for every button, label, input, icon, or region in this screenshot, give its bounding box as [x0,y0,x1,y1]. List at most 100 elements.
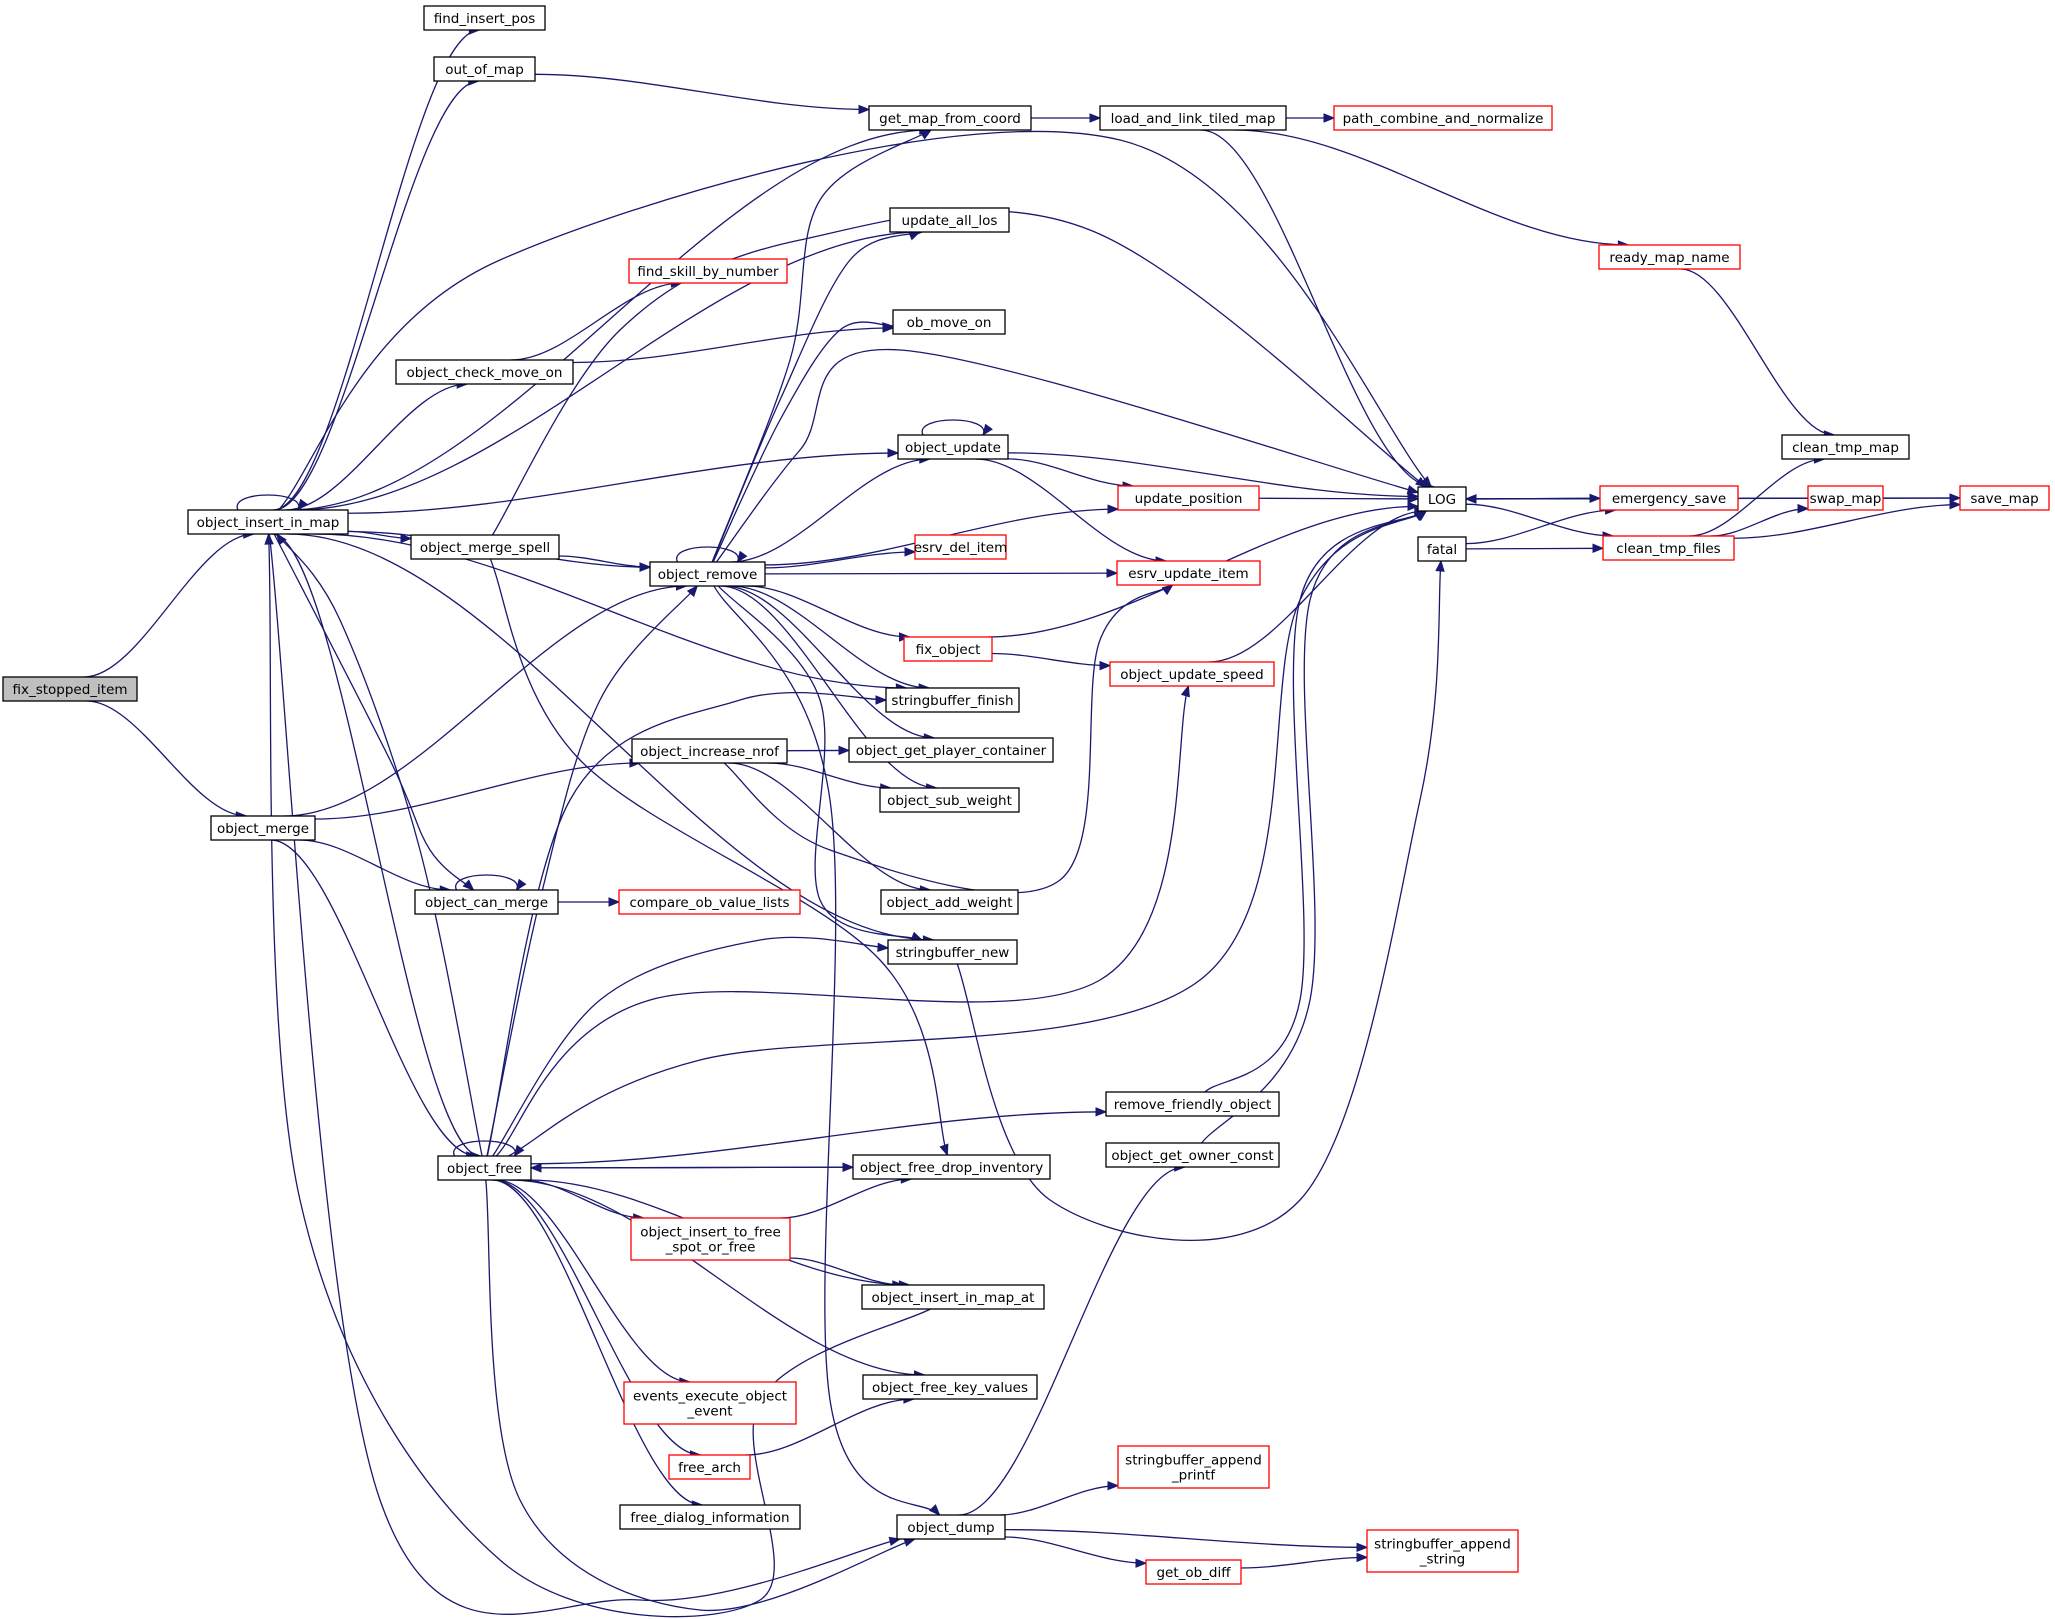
node-object-insert-in-map[interactable]: object_insert_in_map [187,509,349,535]
node-free-arch[interactable]: free_arch [668,1454,751,1480]
edge-fix_object-to-object_update_speed [991,652,1112,671]
node-get-ob-diff[interactable]: get_ob_diff [1145,1559,1242,1585]
edge-object_can_merge-to-compare_ob_value_lists [557,897,621,907]
edge-arrowhead [1415,476,1428,488]
edge-arrowhead [1161,584,1174,596]
node-object-insert-in-map-at[interactable]: object_insert_in_map_at [861,1284,1045,1310]
edge-line [278,130,1432,511]
edge-object_increase_nrof-to-object_add_weight [728,762,932,895]
node-swap-map[interactable]: swap_map [1807,485,1884,511]
node-esrv-del-item[interactable]: esrv_del_item [914,534,1008,560]
node-remove-friendly-object[interactable]: remove_friendly_object [1105,1091,1280,1117]
node-object-check-move-on[interactable]: object_check_move_on [395,359,574,385]
node-box [852,1154,1051,1180]
edge-object_increase_nrof-to-esrv_update_item [723,584,1174,894]
node-box [885,687,1020,713]
node-object-add-weight[interactable]: object_add_weight [880,889,1019,915]
edge-clean_tmp_files-to-swap_map [1710,503,1810,537]
edge-line [713,585,941,1516]
node-box [889,207,1010,233]
node-stringbuffer-append-string[interactable]: stringbuffer_append_string [1366,1529,1519,1573]
edge-arrowhead [264,532,274,545]
node-object-merge-spell[interactable]: object_merge_spell [410,534,560,560]
node-object-merge[interactable]: object_merge [210,815,316,841]
node-object-dump[interactable]: object_dump [896,1514,1006,1540]
node-emergency-save[interactable]: emergency_save [1599,485,1739,511]
node-object-get-owner-const[interactable]: object_get_owner_const [1105,1142,1280,1168]
edge-line [724,585,935,739]
node-esrv-update-item[interactable]: esrv_update_item [1116,560,1261,586]
edge-object_dump-to-get_ob_diff [1004,1536,1148,1568]
edge-arrowhead [1407,501,1420,512]
node-load-and-link-tiled-map[interactable]: load_and_link_tiled_map [1099,105,1287,131]
node-update-all-los[interactable]: update_all_los [889,207,1010,233]
node-path-combine-and-normalize[interactable]: path_combine_and_normalize [1333,105,1553,131]
edge-swap_map-to-save_map [1883,493,1962,503]
node-box [879,787,1020,813]
node-object-free-key-values[interactable]: object_free_key_values [862,1374,1038,1400]
edge-line [268,533,901,1615]
node-box [903,636,993,662]
node-label: object_insert_in_map_at [872,1290,1035,1306]
edge-line [728,762,931,891]
edge-object_merge_spell-to-LOG [491,209,1428,536]
node-LOG[interactable]: LOG [1417,486,1467,512]
node-box [437,1155,532,1181]
node-out-of-map[interactable]: out_of_map [433,56,536,82]
edge-load_and_link_tiled_map-to-path_combine_and_normalize [1286,113,1336,123]
edge-line [975,458,1167,562]
node-object-increase-nrof[interactable]: object_increase_nrof [631,738,788,764]
node-fix-object[interactable]: fix_object [903,636,993,662]
edge-object_free-to-remove_friendly_object [530,1107,1108,1165]
edge-arrowhead [939,1143,949,1157]
node-label: remove_friendly_object [1114,1097,1272,1113]
node-box [1105,1142,1280,1168]
edge-arrowhead [1592,543,1605,554]
node-object-update[interactable]: object_update [897,434,1009,460]
node-stringbuffer-new[interactable]: stringbuffer_new [887,939,1018,965]
node-clean-tmp-map[interactable]: clean_tmp_map [1781,434,1910,460]
node-object-insert-to-free-spot-or-free[interactable]: object_insert_to_free_spot_or_free [630,1217,791,1261]
node-free-dialog-information[interactable]: free_dialog_information [619,1504,801,1530]
node-object-sub-weight[interactable]: object_sub_weight [879,787,1020,813]
edge-arrowhead [1323,113,1336,123]
node-update-position[interactable]: update_position [1117,485,1260,511]
node-label: object_update_speed [1120,667,1263,683]
node-stringbuffer-finish[interactable]: stringbuffer_finish [885,687,1020,713]
node-object-remove[interactable]: object_remove [649,561,766,587]
node-label: free_arch [678,1460,741,1476]
edge-line [991,652,1111,667]
node-get-map-from-coord[interactable]: get_map_from_coord [868,105,1032,131]
node-stringbuffer-append-printf[interactable]: stringbuffer_append_printf [1117,1445,1270,1489]
edge-object_insert_in_map-to-object_dump [268,533,902,1615]
edge-line [1201,510,1427,1144]
node-fix-stopped-item[interactable]: fix_stopped_item [2,676,138,702]
node-ob-move-on[interactable]: ob_move_on [892,309,1006,335]
edge-arrowhead [1406,485,1420,495]
edge-arrowhead [1180,684,1190,698]
node-save-map[interactable]: save_map [1959,485,2050,511]
edge-arrowhead [982,423,993,437]
node-fatal[interactable]: fatal [1417,536,1467,562]
node-events-execute-object-event[interactable]: events_execute_object_event [623,1381,797,1425]
node-label: ob_move_on [907,315,992,331]
edge-object_remove-to-LOG [715,348,1420,563]
node-object-update-speed[interactable]: object_update_speed [1109,661,1275,687]
node-find-insert-pos[interactable]: find_insert_pos [423,5,546,31]
edge-line [489,558,948,1156]
node-find-skill-by-number[interactable]: find_skill_by_number [628,258,788,284]
edge-arrowhead [910,931,924,941]
edge-object_insert_in_map-to-LOG [278,130,1433,511]
node-object-free-drop-inventory[interactable]: object_free_drop_inventory [852,1154,1051,1180]
edge-ready_map_name-to-clean_tmp_map [1680,268,1836,440]
node-compare-ob-value-lists[interactable]: compare_ob_value_lists [618,889,801,915]
node-object-free[interactable]: object_free [437,1155,532,1181]
node-object-get-player-container[interactable]: object_get_player_container [848,737,1054,763]
node-ready-map-name[interactable]: ready_map_name [1598,244,1741,270]
node-label: object_update [905,440,1001,456]
node-object-can-merge[interactable]: object_can_merge [414,889,559,915]
node-clean-tmp-files[interactable]: clean_tmp_files [1602,535,1735,561]
node-label: stringbuffer_new [896,945,1010,961]
edge-arrowhead [838,745,851,756]
